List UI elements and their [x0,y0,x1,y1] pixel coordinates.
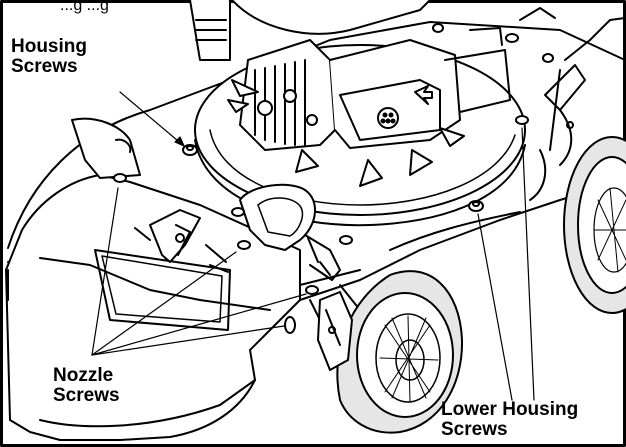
screws [113,23,554,334]
housing-screws-line1: Housing [11,36,87,57]
screw-icon [468,200,484,212]
handle-rods [529,17,626,201]
screw-icon [284,316,296,334]
arrow-icon [414,85,433,105]
rear-wheel [563,136,626,314]
leader-lines [91,91,535,401]
lower-housing-screws-label: Lower Housing Screws [441,400,578,440]
screw-icon [505,33,519,43]
screw-icon [432,23,444,33]
nozzle-screws-line2: Screws [53,385,120,406]
screw-icon [305,285,319,295]
intake-nozzle [5,117,301,441]
front-wheel [336,270,464,434]
screw-icon [339,235,353,245]
dome-spikes [227,79,465,187]
screw-icon [237,240,251,250]
screw-icon [113,173,127,183]
top-caption-fragment: ...g ...g [60,0,109,14]
lower-housing-screws-line1: Lower Housing [441,399,579,420]
screw-icon [542,53,554,63]
wheel-bracket [317,291,353,371]
screw-icon [515,115,529,125]
engine-icon [189,0,556,151]
lever-pivot-screw-icon [175,233,185,243]
nozzle-screws-label: Nozzle Screws [53,366,120,406]
lower-housing-screws-line2: Screws [441,419,508,440]
screw-icon [231,207,245,217]
nozzle-screws-line1: Nozzle [53,365,114,386]
height-lever [134,209,229,273]
housing-screws-label: Housing Screws [11,37,87,77]
screw-icon [182,144,198,156]
housing-screws-line2: Screws [11,56,78,77]
